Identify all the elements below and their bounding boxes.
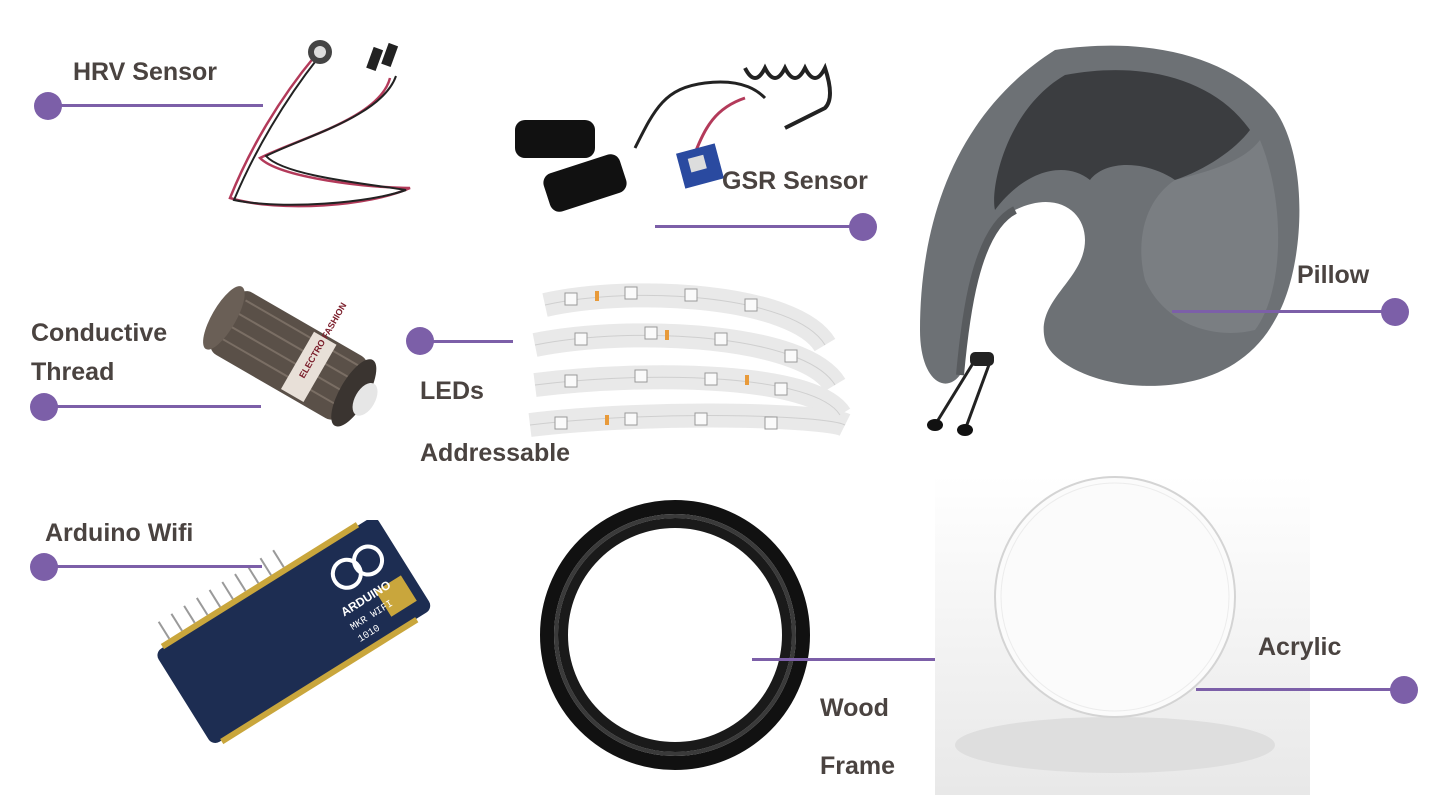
thread-marker [30, 393, 58, 421]
hrv-leader-line [48, 104, 263, 107]
hrv-sensor-image [220, 38, 430, 218]
thread-spool-image: ELECTRO FASHION [180, 272, 395, 437]
thread-label-line1: Conductive [31, 319, 168, 347]
arduino-leader-line [44, 565, 262, 568]
wood-frame-image [540, 500, 810, 770]
wood-leader-line [752, 658, 962, 661]
gsr-sensor-image [515, 58, 845, 233]
pillow-marker [1381, 298, 1409, 326]
leds-leader-line [420, 340, 513, 343]
gsr-marker [849, 213, 877, 241]
acrylic-leader-line [1196, 688, 1403, 691]
acrylic-label: Acrylic [1258, 633, 1342, 661]
arduino-label: Arduino Wifi [45, 519, 194, 547]
arduino-board-image: ARDUINO MKR WIFI 1010 [148, 520, 433, 745]
arduino-marker [30, 553, 58, 581]
hrv-marker [34, 92, 62, 120]
leds-marker [406, 327, 434, 355]
gsr-leader-line [655, 225, 865, 228]
acrylic-disc-image [935, 475, 1310, 795]
thread-leader-line [44, 405, 261, 408]
thread-label-line2: Thread [31, 358, 115, 386]
pillow-label: Pillow [1297, 261, 1370, 289]
leds-label-line1: LEDs [420, 377, 484, 405]
pillow-leader-line [1172, 310, 1397, 313]
pillow-image [915, 40, 1315, 440]
leds-label-line2: Addressable [420, 439, 571, 467]
wood-label-line1: Wood [820, 694, 889, 722]
led-strip-image [515, 275, 855, 465]
gsr-label: GSR Sensor [722, 167, 868, 195]
acrylic-marker [1390, 676, 1418, 704]
wood-label-line2: Frame [820, 752, 896, 780]
hrv-label: HRV Sensor [73, 58, 218, 86]
